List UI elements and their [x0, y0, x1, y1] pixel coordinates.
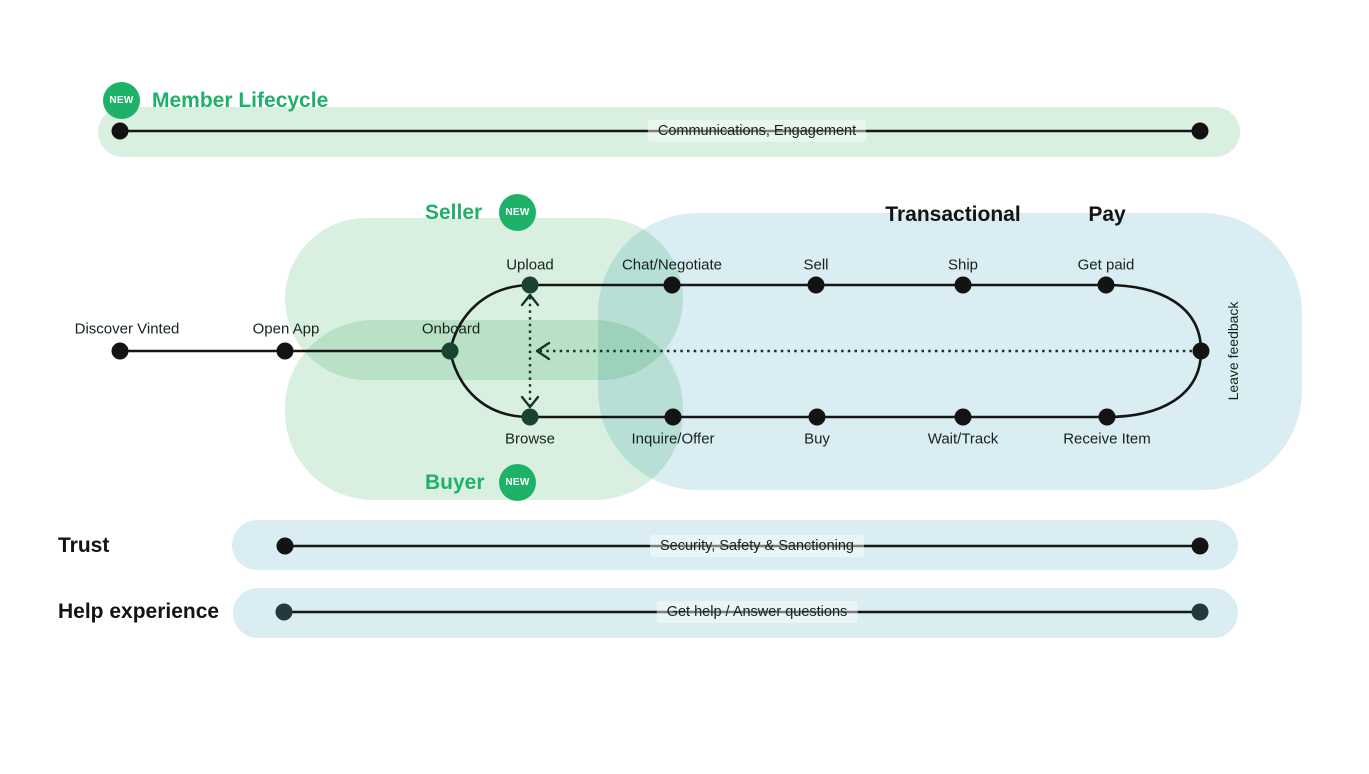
- node-label-inquire-offer: Inquire/Offer: [631, 430, 715, 448]
- node-label-wait-track: Wait/Track: [927, 430, 999, 448]
- trust-line-label: Security, Safety & Sanctioning: [650, 535, 864, 557]
- node-label-discover-vinted: Discover Vinted: [74, 320, 180, 338]
- buyer-title: Buyer: [425, 471, 485, 494]
- node-label-get-paid: Get paid: [1077, 256, 1135, 274]
- node-label-upload: Upload: [506, 256, 554, 274]
- help-line-label: Get help / Answer questions: [656, 601, 858, 623]
- node-label-sell: Sell: [803, 256, 829, 274]
- transactional-region-blob: [598, 213, 1302, 490]
- node-label-onboard: Onboard: [421, 320, 481, 338]
- member-lifecycle-title: Member Lifecycle: [152, 89, 329, 112]
- seller-title: Seller: [425, 201, 483, 224]
- node-label-buy: Buy: [804, 430, 830, 448]
- new-badge-member-lifecycle: NEW: [103, 82, 140, 119]
- node-label-open-app: Open App: [252, 320, 320, 338]
- node-label-ship: Ship: [947, 256, 979, 274]
- new-badge-buyer: NEW: [499, 464, 536, 501]
- communications-engagement-label: Communications, Engagement: [647, 120, 867, 142]
- transactional-title: Transactional: [885, 203, 1021, 226]
- node-label-receive-item: Receive Item: [1063, 430, 1151, 448]
- pay-title: Pay: [1088, 203, 1126, 226]
- node-label-browse: Browse: [504, 430, 556, 448]
- node-label-chat-negotiate: Chat/Negotiate: [621, 256, 723, 274]
- trust-title: Trust: [58, 534, 110, 557]
- help-experience-title: Help experience: [58, 600, 220, 623]
- leave-feedback-label: Leave feedback: [1225, 301, 1241, 401]
- new-badge-seller: NEW: [499, 194, 536, 231]
